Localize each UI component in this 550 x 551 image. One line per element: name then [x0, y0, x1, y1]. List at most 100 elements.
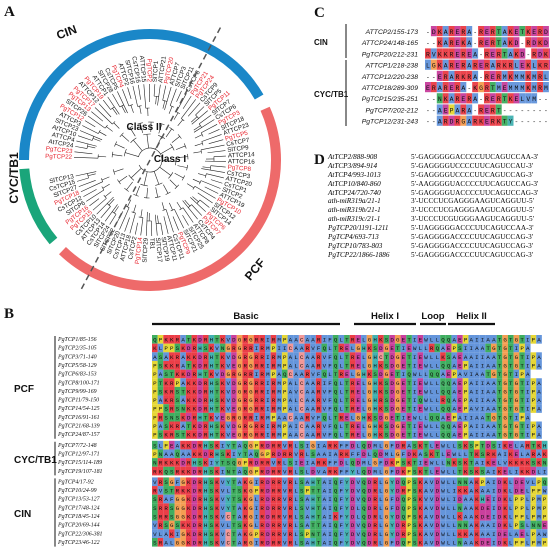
residue-cell: [434, 503, 441, 512]
residue-cell: [434, 440, 441, 450]
residue-cell: [428, 369, 435, 379]
residue-cell: [468, 494, 475, 504]
residue: R: [277, 488, 281, 495]
residue: V: [323, 432, 327, 439]
residue: R: [243, 539, 247, 546]
alignment-row-name: PgTCP19/107-181: [57, 469, 103, 475]
residue: R: [485, 74, 489, 81]
residue: I: [464, 414, 467, 421]
residue: H: [543, 442, 547, 449]
residue: L: [362, 397, 366, 404]
residue-cell: [259, 440, 265, 450]
residue-cell: [548, 59, 550, 70]
residue: R: [486, 451, 490, 458]
residue: A: [164, 539, 168, 546]
residue-cell: [310, 458, 316, 467]
residue: R: [204, 380, 208, 387]
residue: T: [311, 522, 315, 529]
residue: K: [170, 531, 174, 538]
residue-cell: [344, 360, 350, 370]
residue-cell: [332, 404, 339, 413]
residue: A: [444, 29, 448, 36]
residue: A: [323, 514, 327, 521]
residue-cell: [372, 360, 378, 370]
residue: P: [532, 423, 536, 430]
residue: T: [498, 362, 502, 369]
residue: A: [450, 74, 454, 81]
residue: Q: [402, 539, 406, 546]
residue: D: [481, 505, 485, 512]
residue: S: [469, 468, 473, 475]
residue-cell: [214, 440, 220, 450]
residue-cell: [355, 494, 362, 504]
residue: L: [526, 531, 530, 538]
residue: I: [481, 432, 484, 439]
residue-cell: [536, 512, 542, 521]
residue-cell: [507, 82, 514, 93]
residue: R: [159, 522, 163, 529]
residue: R: [473, 119, 477, 126]
residue: S: [413, 496, 417, 503]
residue: -: [503, 107, 507, 114]
residue: D: [311, 468, 315, 475]
residue: Q: [362, 468, 366, 475]
residue: I: [526, 388, 529, 395]
residue-cell: [338, 503, 345, 512]
residue: H: [204, 488, 208, 495]
residue-cell: [423, 386, 429, 396]
residue: R: [497, 96, 501, 103]
residue: G: [503, 388, 507, 395]
residue-cell: [270, 486, 277, 495]
residue: S: [176, 397, 180, 404]
residue: A: [467, 40, 471, 47]
residue-cell: [168, 477, 175, 487]
residue-cell: [496, 440, 503, 450]
residue: K: [221, 337, 225, 344]
residue: V: [356, 522, 360, 529]
residue: T: [317, 531, 321, 538]
residue: R: [272, 488, 276, 495]
residue: S: [481, 451, 485, 458]
residue: L: [447, 442, 451, 449]
residue-cell: [436, 115, 443, 126]
residue-cell: [536, 360, 542, 370]
residue-cell: [315, 404, 322, 413]
residue: E: [419, 432, 423, 439]
residue: D: [266, 531, 270, 538]
residue-cell: [531, 59, 538, 70]
residue-cell: [174, 430, 181, 439]
residue: D: [266, 468, 270, 475]
residue: D: [356, 460, 360, 467]
residue-cell: [214, 494, 220, 504]
residue: A: [238, 468, 242, 475]
residue: L: [379, 514, 383, 521]
residue-cell: [411, 486, 418, 495]
residue-cell: [536, 421, 542, 431]
residue-cell: [338, 430, 345, 439]
residue-cell: [434, 512, 441, 521]
residue-cell: [524, 369, 531, 379]
residue: L: [340, 362, 344, 369]
residue: R: [159, 496, 163, 503]
residue: K: [181, 468, 185, 475]
leaf-label: ATTCP16: [228, 158, 255, 166]
residue-cell: [321, 430, 328, 439]
residue-cell: [293, 494, 299, 504]
residue-cell: [519, 494, 525, 504]
residue: A: [323, 468, 327, 475]
residue-cell: [231, 503, 237, 512]
residue: A: [424, 539, 428, 546]
residue: E: [491, 96, 495, 103]
residue: F: [328, 423, 332, 430]
residue: D: [193, 539, 197, 546]
residue-cell: [191, 335, 198, 344]
residue: T: [345, 362, 349, 369]
residue: L: [520, 96, 524, 103]
residue-cell: [428, 386, 435, 396]
residue-cell: [361, 404, 367, 413]
residue: K: [479, 119, 483, 126]
residue: R: [289, 531, 293, 538]
residue: A: [238, 479, 242, 486]
residue-cell: [315, 412, 322, 422]
residue: K: [520, 468, 524, 475]
